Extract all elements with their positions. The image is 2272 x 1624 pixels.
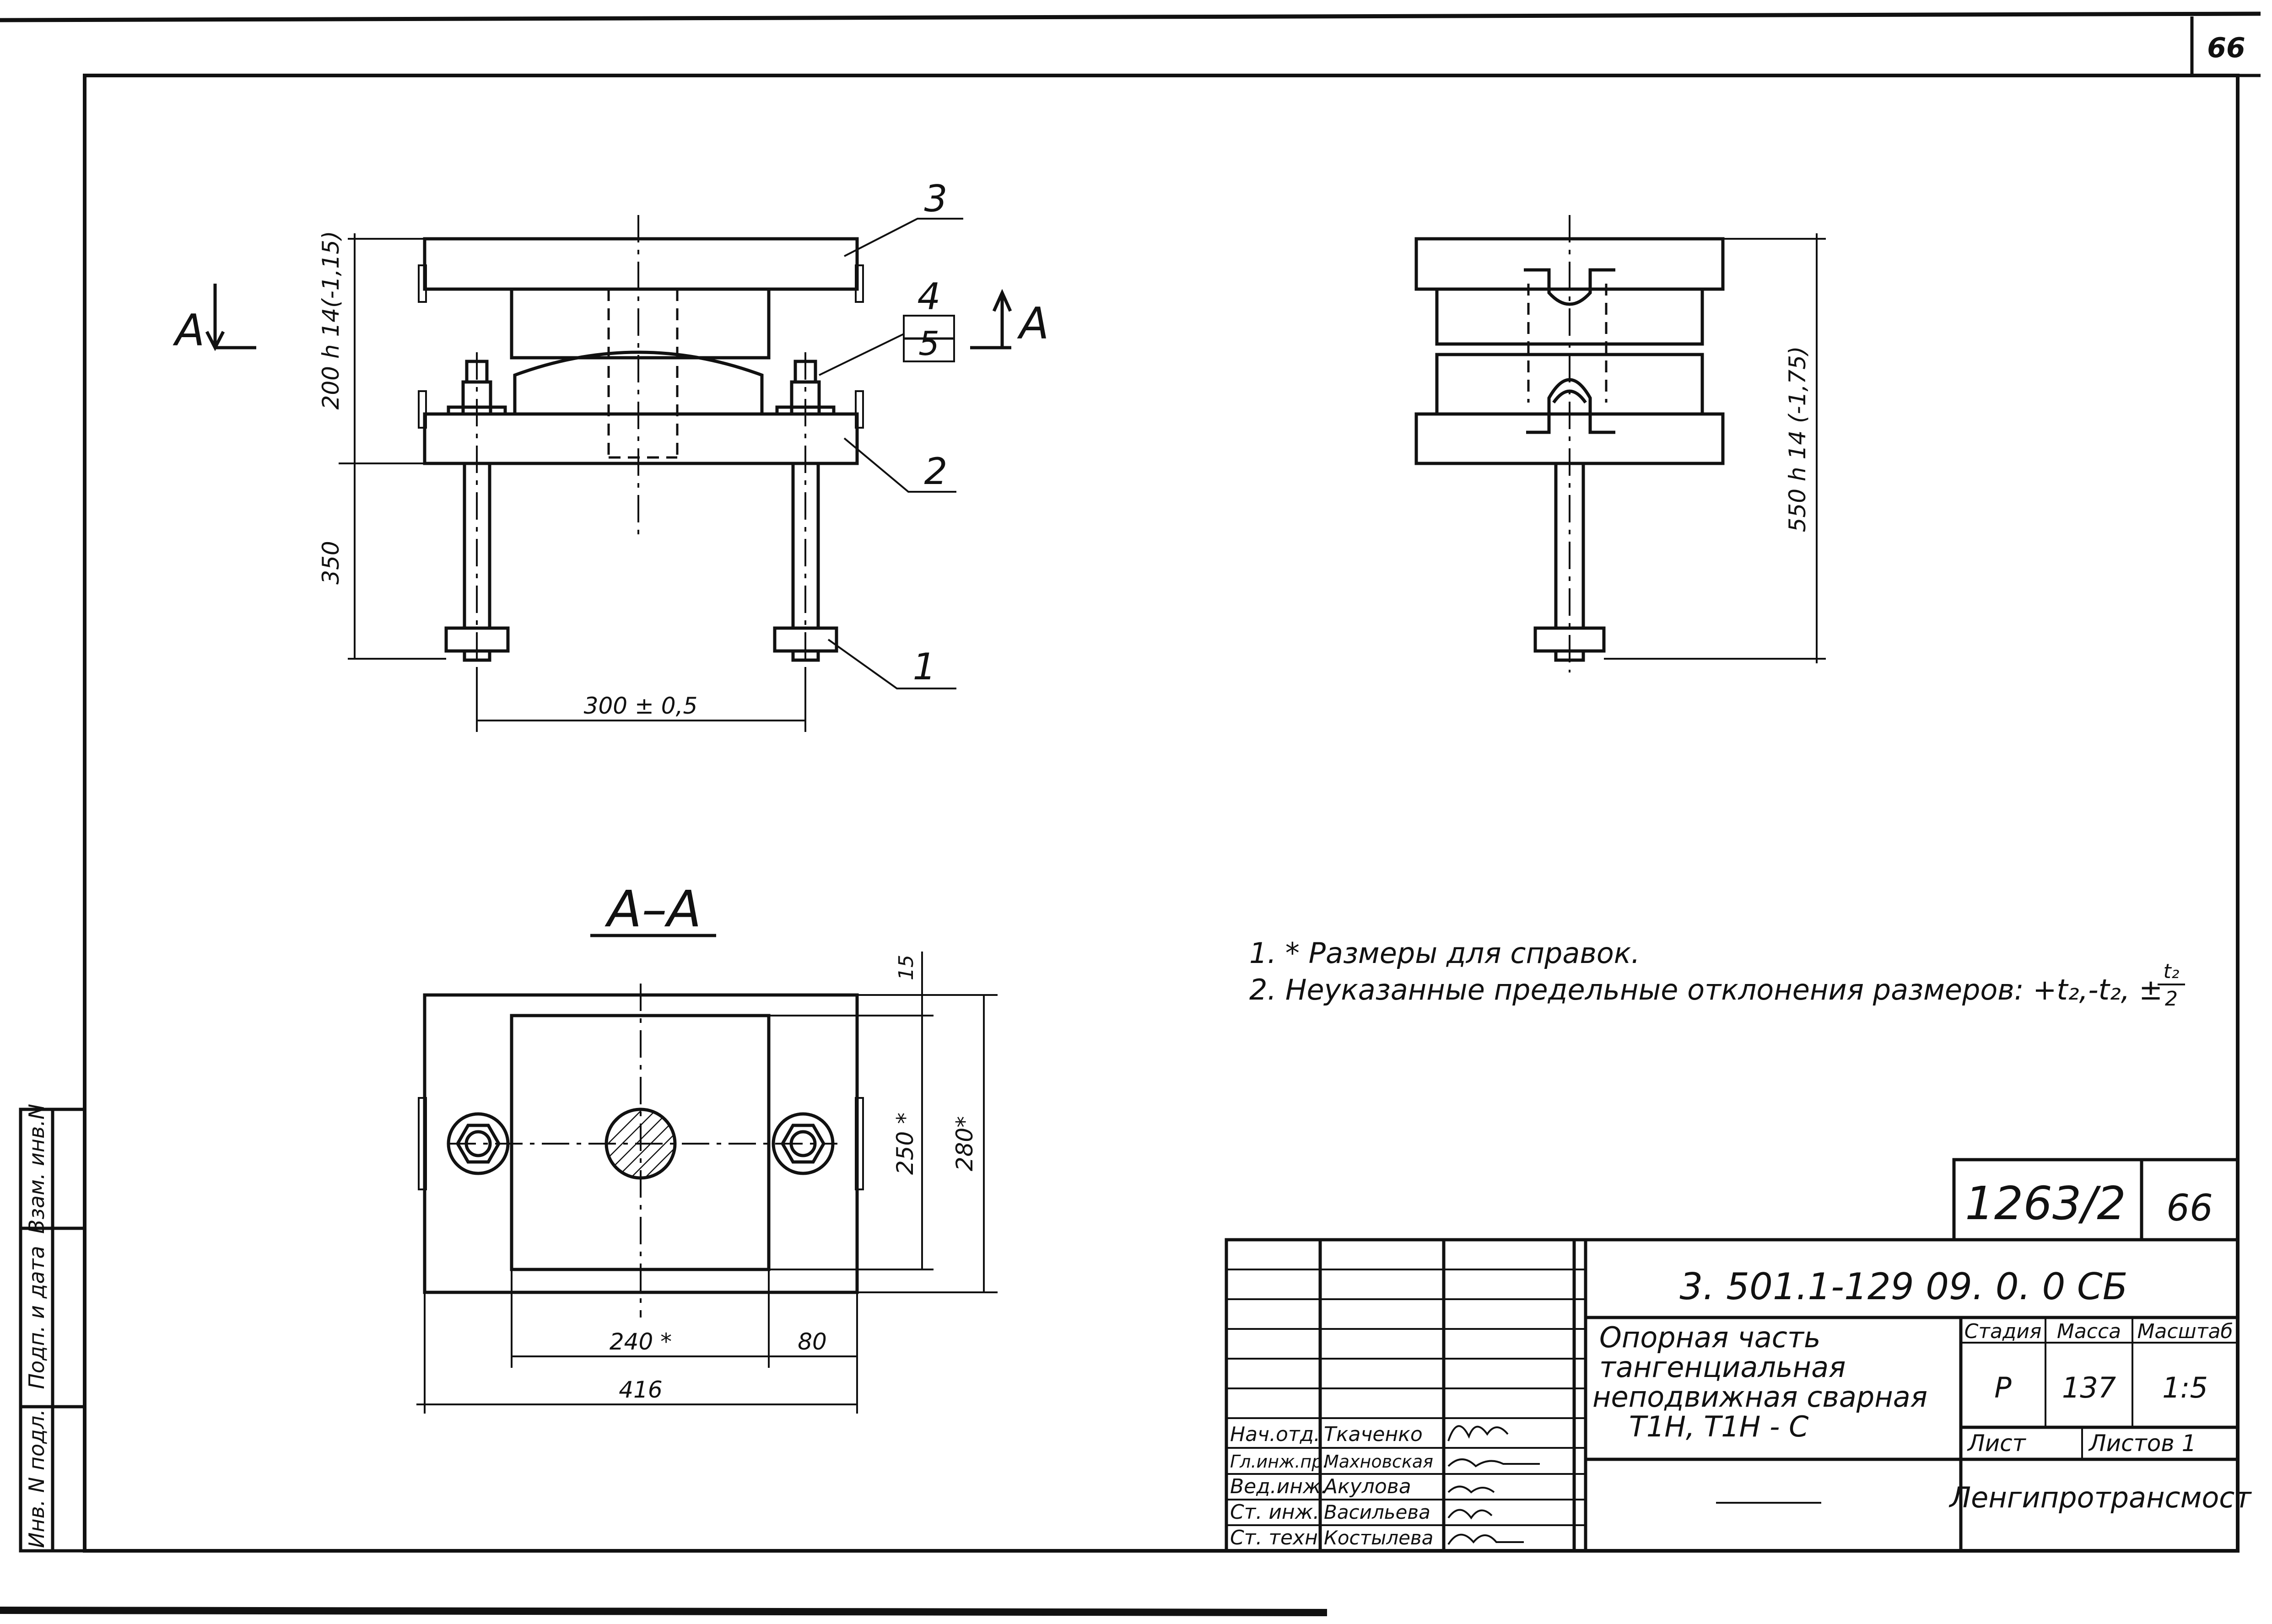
dim-250: 250 * (892, 1113, 918, 1175)
callout-1: 1 (913, 645, 936, 688)
organization: Ленгипротрансмост (1949, 1481, 2252, 1514)
note-1: 1. * Размеры для справок. (1249, 936, 1640, 970)
side-stamp: Инв. N подл. Подп. и дата Взам. инв.N (19, 1104, 86, 1553)
section-view: А–А 15 250 * 280* (416, 880, 998, 1414)
dim-80: 80 (798, 1328, 827, 1355)
section-mark-left: A (173, 284, 256, 356)
sig-name-2: Махновская (1324, 1452, 1433, 1472)
stage-header: Стадия (1964, 1320, 2042, 1343)
name-line-2: тангенциальная (1599, 1350, 1846, 1384)
sig-role-3: Вед.инж. (1230, 1475, 1328, 1498)
stamp-inv: Инв. N подл. (24, 1409, 49, 1548)
archive-code: 1263/2 (1965, 1177, 2126, 1230)
dim-240: 240 * (610, 1328, 672, 1355)
section-mark-right: A (970, 289, 1049, 350)
stage-value: Р (1994, 1371, 2012, 1404)
stamp-replace: Взам. инв.N (24, 1104, 49, 1234)
dim-bolt-spacing: 300 ± 0,5 (584, 693, 698, 719)
note-fraction-top: t₂ (2164, 960, 2180, 983)
sig-role-2: Гл.инж.пр. (1230, 1452, 1328, 1472)
sig-name-3: Акулова (1322, 1475, 1411, 1498)
scale-header: Масштаб (2137, 1320, 2233, 1343)
dim-280: 280* (951, 1116, 978, 1171)
name-line-4: Т1Н, Т1Н - С (1629, 1410, 1809, 1443)
dim-height-top: 200 h 14(-1,15) (318, 231, 344, 410)
designation: 3. 501.1-129 09. 0. 0 СБ (1679, 1265, 2127, 1308)
dim-height-bolt: 350 (318, 541, 344, 584)
page-number: 66 (2207, 32, 2245, 64)
dim-416: 416 (619, 1377, 662, 1403)
sig-role-1: Нач.отд. (1230, 1423, 1320, 1446)
archive-sheet: 66 (2166, 1187, 2213, 1229)
side-view: 550 h 14 (-1,75) (1414, 215, 1826, 672)
callout-5: 5 (918, 324, 939, 363)
notes: 1. * Размеры для справок. 2. Неуказанные… (1249, 936, 2185, 1011)
callout-3: 3 (924, 177, 948, 220)
scale-value: 1:5 (2162, 1371, 2208, 1404)
callout-4: 4 (917, 275, 941, 318)
sig-name-4: Васильева (1324, 1501, 1430, 1523)
sig-role-5: Ст. техн. (1230, 1526, 1324, 1549)
name-line-3: неподвижная сварная (1592, 1380, 1927, 1414)
note-2: 2. Неуказанные предельные отклонения раз… (1249, 973, 2163, 1006)
mass-value: 137 (2062, 1371, 2116, 1404)
name-line-1: Опорная часть (1599, 1321, 1821, 1354)
sheets-label: Листов 1 (2088, 1430, 2196, 1457)
mass-header: Масса (2057, 1320, 2121, 1343)
archive-box: 1263/2 66 (1952, 1158, 2240, 1242)
sheet-frame (0, 11, 2261, 1616)
title-block: 3. 501.1-129 09. 0. 0 СБ Опорная часть т… (1225, 1238, 2252, 1553)
sig-role-4: Ст. инж. (1230, 1500, 1319, 1524)
dim-total-height: 550 h 14 (-1,75) (1784, 346, 1811, 532)
dim-top-gap: 15 (895, 955, 918, 980)
section-letter-right: A (1017, 299, 1049, 349)
sig-name-1: Ткаченко (1324, 1423, 1423, 1446)
stamp-sign: Подп. и дата (24, 1246, 49, 1389)
sheet-label: Лист (1967, 1430, 2027, 1457)
section-title: А–А (604, 880, 702, 938)
callout-2: 2 (924, 450, 948, 493)
section-letter-left: A (173, 306, 205, 356)
front-view: 3 4 5 2 1 200 h 14(-1,15) 350 300 ± 0,5 (318, 177, 963, 732)
sig-name-5: Костылева (1324, 1527, 1433, 1549)
note-fraction-bottom: 2 (2165, 987, 2178, 1011)
